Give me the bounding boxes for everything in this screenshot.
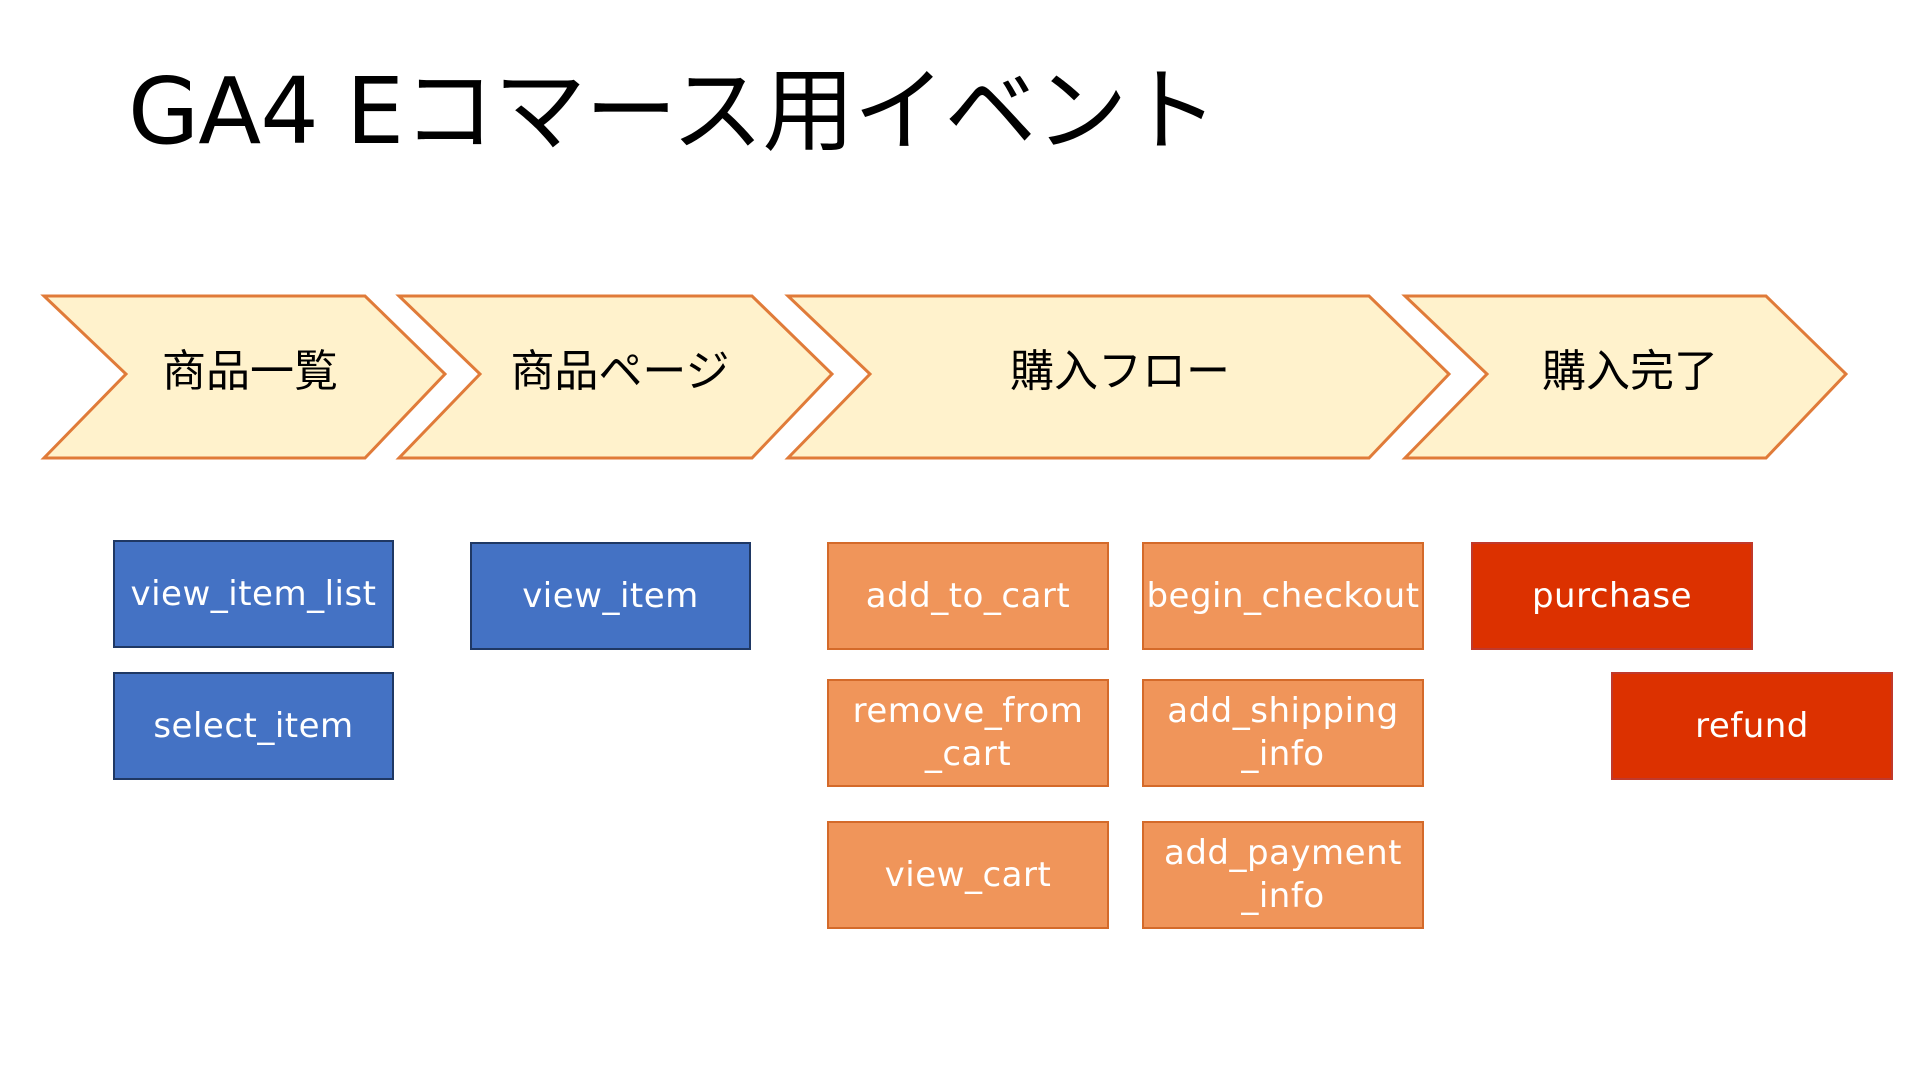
event-label: add_to_cart (865, 575, 1071, 616)
chevron-stage-purchase-complete (1401, 294, 1849, 460)
event-label: begin_checkout (1146, 575, 1420, 616)
event-label-line1: add_payment (1164, 833, 1402, 873)
event-label: select_item (153, 705, 354, 746)
event-purchase: purchase (1471, 542, 1753, 650)
event-label-line2: _info (1241, 734, 1325, 774)
chevron-stage-product-list (40, 294, 448, 460)
event-view-item-list: view_item_list (113, 540, 394, 648)
event-remove-from-cart: remove_from _cart (827, 679, 1109, 787)
event-add-to-cart: add_to_cart (827, 542, 1109, 650)
event-label: view_item_list (130, 573, 377, 614)
stage-label-purchase-complete: 購入完了 (1542, 346, 1718, 397)
event-select-item: select_item (113, 672, 394, 780)
event-label: view_item (522, 575, 699, 616)
event-begin-checkout: begin_checkout (1142, 542, 1424, 650)
chevron-stage-product-page (395, 294, 835, 460)
event-refund: refund (1611, 672, 1893, 780)
event-label-line2: _info (1241, 876, 1325, 916)
event-label: refund (1695, 705, 1809, 746)
slide-title: GA4 Eコマース用イベント (128, 58, 1219, 165)
event-view-item: view_item (470, 542, 751, 650)
event-label-line2: _cart (924, 734, 1012, 774)
stage-label-checkout-flow: 購入フロー (1010, 346, 1230, 397)
event-label: purchase (1531, 575, 1693, 616)
event-add-shipping-info: add_shipping _info (1142, 679, 1424, 787)
event-label-line1: add_shipping (1167, 691, 1399, 731)
stage-label-product-list: 商品一覧 (162, 346, 338, 397)
chevron-stage-checkout-flow (784, 294, 1452, 460)
event-label: view_cart (884, 854, 1052, 895)
event-label-line1: remove_from (852, 691, 1084, 731)
event-add-payment-info: add_payment _info (1142, 821, 1424, 929)
event-view-cart: view_cart (827, 821, 1109, 929)
stage-label-product-page: 商品ページ (510, 346, 730, 397)
